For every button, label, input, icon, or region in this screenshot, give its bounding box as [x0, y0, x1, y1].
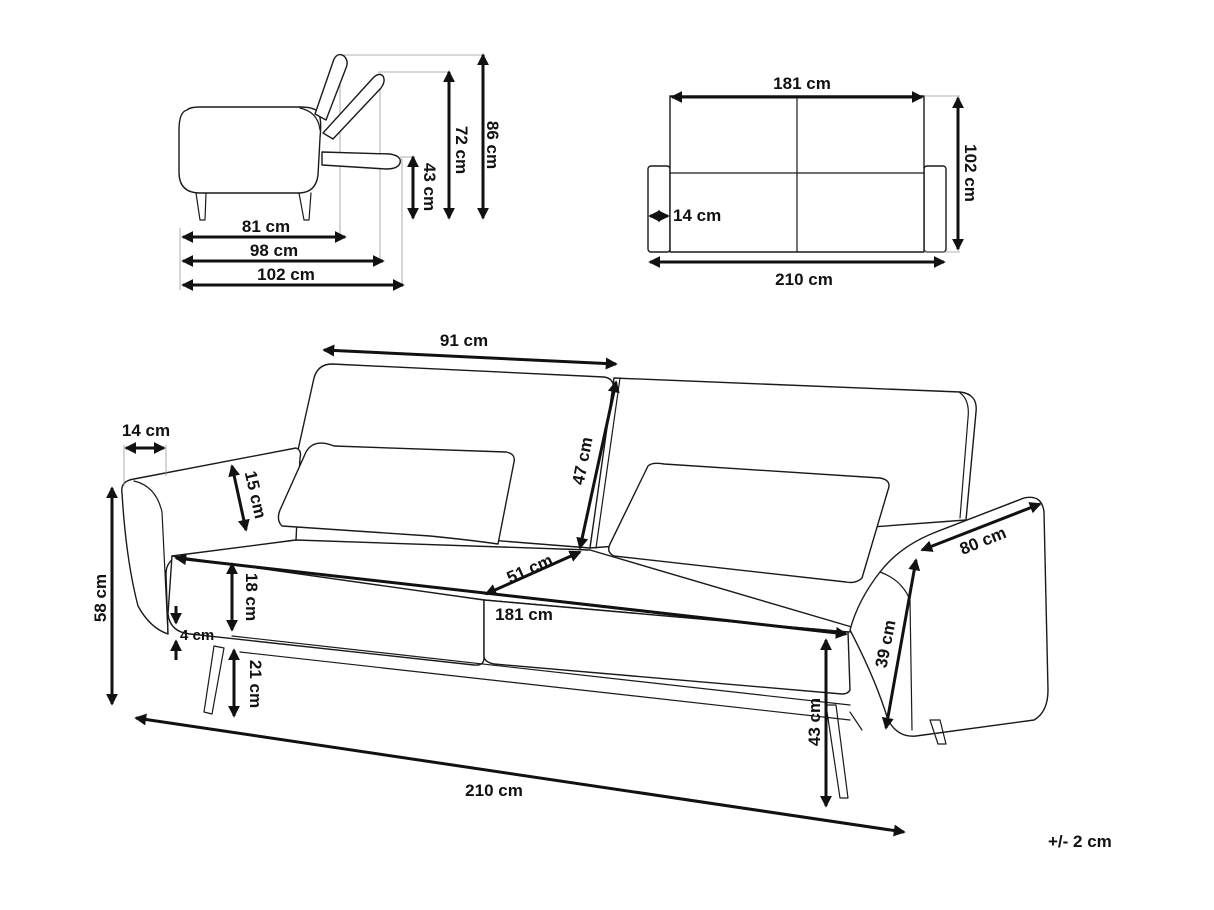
top-arm-width-label: 14 cm — [673, 206, 721, 225]
main-total-height-label: 58 cm — [91, 574, 110, 622]
side-backrest-flat — [321, 151, 401, 170]
main-total-width-label: 210 cm — [465, 781, 523, 800]
side-height-total-label: 86 cm — [483, 121, 502, 169]
side-depth-back-label: 98 cm — [250, 241, 298, 260]
main-seat-height-label: 43 cm — [805, 698, 824, 746]
side-depth-seat-label: 81 cm — [242, 217, 290, 236]
top-left-arm — [647, 165, 671, 253]
main-left-arm — [121, 447, 302, 635]
side-backrest-mid — [322, 73, 385, 140]
tolerance-note: +/- 2 cm — [1048, 832, 1112, 851]
main-leg-height-label: 21 cm — [246, 660, 265, 708]
main-seat-thickness-label: 18 cm — [242, 573, 261, 621]
top-depth-label: 102 cm — [961, 144, 980, 202]
main-arm-top-label: 14 cm — [122, 421, 170, 440]
side-view: 81 cm 98 cm 102 cm 43 cm 72 cm 86 cm — [178, 53, 502, 291]
main-view: 91 cm 47 cm 14 cm 15 cm 58 cm 18 cm 4 cm… — [91, 331, 1049, 837]
main-seat-gap-label: 4 cm — [180, 627, 214, 644]
top-right-arm — [923, 165, 947, 253]
main-seat-width-label: 181 cm — [495, 605, 553, 624]
side-depth-total-label: 102 cm — [257, 265, 315, 284]
top-inner-width-label: 181 cm — [773, 74, 831, 93]
side-height-seat-label: 43 cm — [420, 163, 439, 211]
side-body — [178, 106, 322, 194]
main-right-arm — [849, 496, 1049, 737]
main-back-width-label: 91 cm — [440, 331, 488, 350]
main-left-cushion — [277, 442, 516, 545]
top-total-width-label: 210 cm — [775, 270, 833, 289]
main-right-cushion — [607, 462, 890, 584]
side-height-back-label: 72 cm — [452, 126, 471, 174]
top-view: 181 cm 210 cm 102 cm 14 cm — [647, 74, 980, 289]
side-backrest-upright — [314, 53, 348, 121]
